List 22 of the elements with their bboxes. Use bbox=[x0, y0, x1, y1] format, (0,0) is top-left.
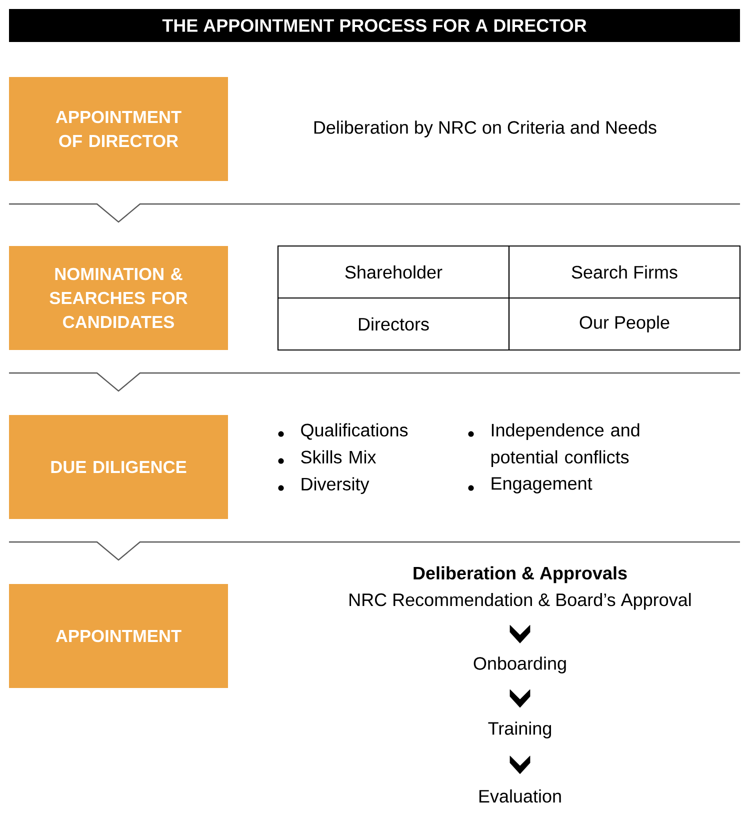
stage-box: DUE DILIGENCE bbox=[9, 415, 228, 519]
chevron-arrow bbox=[510, 756, 530, 774]
bullet-text: Qualifications bbox=[301, 423, 408, 440]
chevron-arrow bbox=[510, 624, 530, 644]
bullet-text: Engagement bbox=[492, 477, 592, 494]
stage-box: APPOINTMENT bbox=[9, 584, 228, 688]
chevron-arrow bbox=[510, 689, 530, 708]
step-text: Deliberation & Approvals NRC Recommendation & Board’s Approval bbox=[350, 566, 691, 610]
title-bar: THE APPOINTMENT PROCESS FOR A DIRECTOR bbox=[9, 9, 740, 42]
table-cell: Our People bbox=[508, 297, 741, 351]
step-text: Training bbox=[488, 722, 551, 738]
step-text: Onboarding bbox=[474, 656, 566, 674]
bullet-text: Diversity bbox=[302, 477, 370, 494]
description-text: Deliberation by NRC on Criteria and Needs bbox=[314, 120, 656, 138]
stage-box: APPOINTMENT OF DIRECTOR bbox=[9, 77, 228, 181]
step-text: Evaluation bbox=[479, 789, 561, 803]
stage-box: NOMINATION & SEARCHES FOR CANDIDATES bbox=[9, 246, 228, 350]
table-cell: Directors bbox=[277, 297, 510, 351]
bullet-text: Skills Mix bbox=[301, 450, 376, 464]
bullet-text: Independence and potential conflicts bbox=[491, 423, 640, 468]
table-cell: Shareholder bbox=[277, 245, 510, 299]
table-cell: Search Firms bbox=[508, 245, 741, 299]
